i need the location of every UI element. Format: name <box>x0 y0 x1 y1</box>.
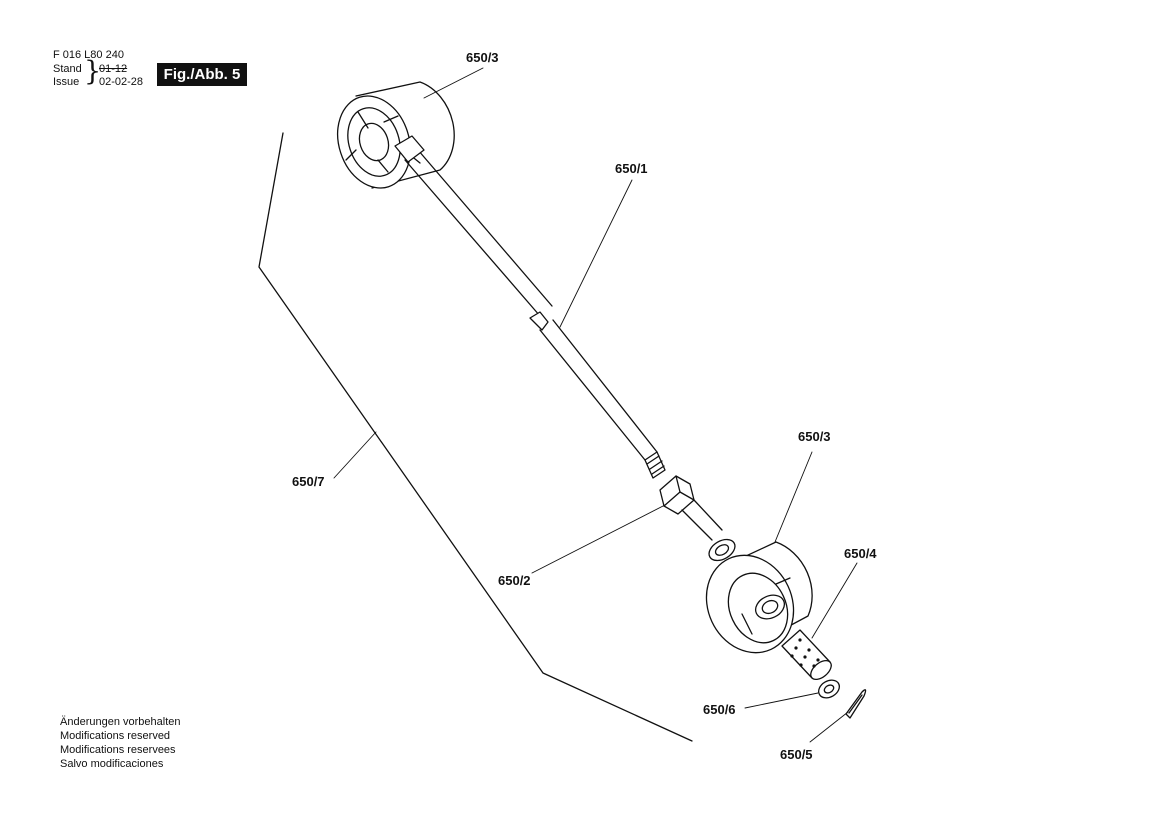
hex-nut <box>659 475 736 562</box>
label-650-2: 650/2 <box>498 573 531 588</box>
label-650-7: 650/7 <box>292 474 325 489</box>
modifications-note: Änderungen vorbehalten Modifications res… <box>60 715 180 771</box>
bottom-roller <box>705 541 813 654</box>
note-line: Modifications reserved <box>60 730 171 742</box>
split-pin <box>845 689 867 719</box>
document-number: F 016 L80 240 <box>53 49 124 61</box>
label-650-6: 650/6 <box>703 702 736 717</box>
washer <box>818 679 840 699</box>
leader-lines <box>333 67 858 743</box>
main-shaft <box>394 135 666 479</box>
label-650-1: 650/1 <box>615 161 648 176</box>
label-650-3-top: 650/3 <box>466 50 499 65</box>
note-line: Modifications reservees <box>60 744 176 756</box>
perforated-sleeve <box>781 629 832 681</box>
belt-outline <box>258 132 693 742</box>
label-650-3-bottom: 650/3 <box>798 429 831 444</box>
top-roller <box>337 81 455 189</box>
brace-symbol: } <box>84 56 102 87</box>
issue-value: 02-02-28 <box>99 76 144 88</box>
note-line: Salvo modificaciones <box>60 758 164 770</box>
note-line: Änderungen vorbehalten <box>60 716 181 728</box>
label-650-4: 650/4 <box>844 546 877 561</box>
figure-label: Fig./Abb. 5 <box>157 63 247 86</box>
issue-label: Issue <box>53 76 80 88</box>
stand-label: Stand <box>53 63 82 75</box>
stand-value: 01-12 <box>99 63 128 75</box>
label-650-5: 650/5 <box>780 747 813 762</box>
